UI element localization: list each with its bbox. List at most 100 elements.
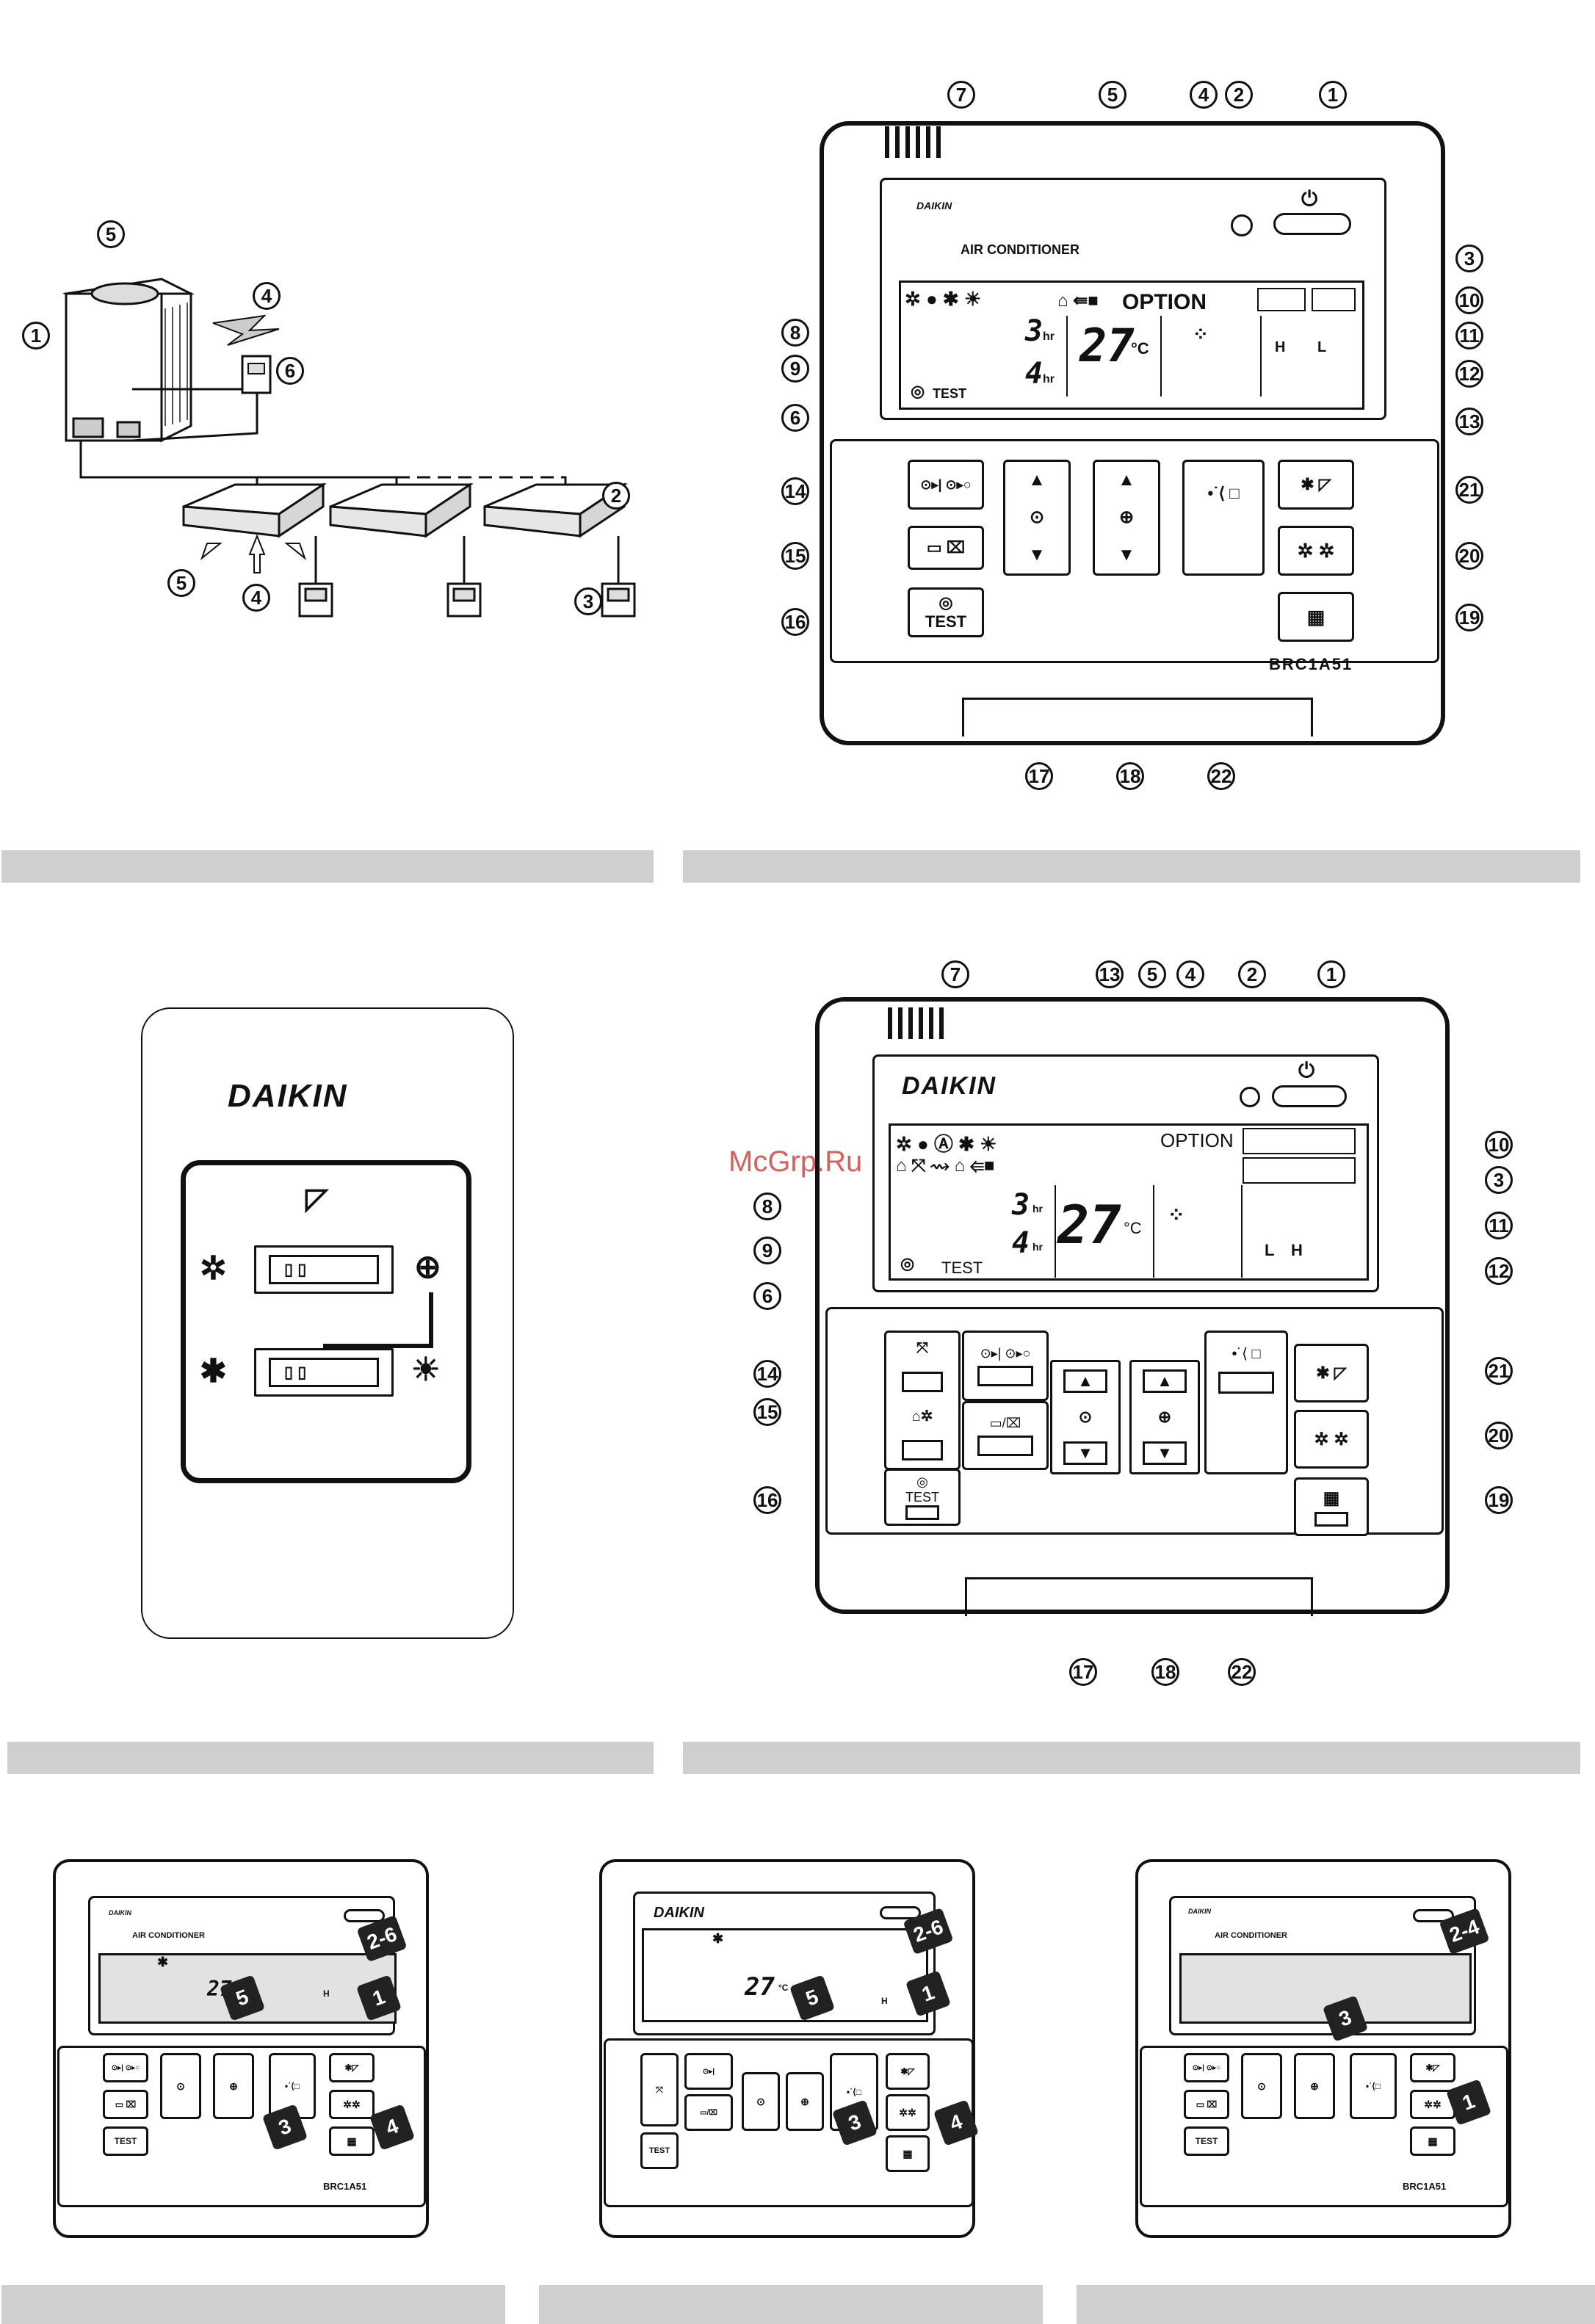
remote-top-bottom-latch [962,698,1313,736]
remote-top-temp-adjust-button[interactable]: ▲⊕▼ [1093,460,1160,576]
remote-top-model: BRC1A51 [1269,655,1353,673]
mini2-vent-button[interactable]: ⤧ [640,2053,679,2126]
section-bar-1a [1,850,654,883]
remote-mid-filter-reset-button[interactable]: ▦ [1294,1477,1369,1536]
mini1-time-button[interactable]: ⊙ [160,2053,201,2119]
mini1-timer-onoff-button[interactable]: ▭ ⌧ [103,2090,148,2119]
rt-callout-18: 18 [1116,762,1144,790]
remote-mid-time-adjust-button[interactable]: ▲ ⊙ ▼ [1050,1360,1121,1474]
rm-callout-21: 21 [1485,1357,1513,1385]
mini1-fan: H [323,1988,330,1999]
rt-callout-20: 20 [1455,542,1483,570]
remote-mid-ventilation-mode-button[interactable]: ⤧ ⌂✲ [884,1331,961,1470]
rm-callout-15: 15 [753,1398,781,1426]
sys-callout-2: 2 [602,482,630,510]
section-bar-2b [683,1742,1580,1774]
remote-mid-timer-bottom: 4 [1012,1226,1030,1260]
mini2-mode-button[interactable]: ✱◸ [886,2053,930,2090]
sun-icon: ☀ [411,1352,441,1388]
remote-top-hr-bottom: hr [1043,373,1055,385]
mini3-timer-onoff-button[interactable]: ▭ ⌧ [1184,2090,1229,2119]
sys-callout-6: 6 [276,357,304,385]
rt-callout-5: 5 [1099,81,1126,109]
remote-top-test-button[interactable]: ◎TEST [908,587,984,637]
sys-callout-5-top: 5 [97,220,125,248]
fan-switch[interactable]: ▯ ▯ [254,1245,394,1294]
remote-mid-timer-mode-button[interactable]: ⊙▸| ⊙▸○ [962,1331,1049,1401]
remote-mid-fan-speed-button[interactable]: ✲ ✲ [1294,1410,1369,1469]
mini2-test-button[interactable]: TEST [640,2132,679,2169]
mini2-time-button[interactable]: ⊙ [742,2072,780,2131]
sys-callout-1: 1 [22,322,50,350]
remote-top-timer-onoff-button[interactable]: ▭ ⌧ [908,526,984,570]
remote-mid-mode-button[interactable]: ✱ ◸ [1294,1344,1369,1402]
remote-top-airflow-icon: ⁘ [1193,323,1209,345]
rt-callout-8: 8 [781,319,809,347]
remote-top-timer-mode-button[interactable]: ⊙▸| ⊙▸○ [908,460,984,510]
mini2-fan: H [881,1996,888,2006]
remote-mid-temp-adjust-button[interactable]: ▲ ⊕ ▼ [1129,1360,1200,1474]
remote-top-test-label: TEST [925,612,967,631]
mini1-mode-button[interactable]: ✱◸ [329,2053,375,2082]
mini3-timer-button[interactable]: ⊙▸| ⊙▸○ [1184,2053,1229,2082]
rt-callout-14: 14 [781,477,809,505]
mini1-test-button[interactable]: TEST [103,2126,148,2156]
mini2-timer-onoff-button[interactable]: ▭/⌧ [684,2094,733,2131]
switch-panel-inner [181,1160,471,1483]
remote-top-time-adjust-button[interactable]: ▲⊙▼ [1003,460,1071,576]
mini3-temp-button[interactable]: ⊕ [1294,2053,1335,2119]
mode-switch-icon: ◸ [305,1183,328,1215]
remote-mid-deg-unit: °C [1124,1219,1142,1237]
mini1-power-button[interactable] [344,1909,385,1922]
system-diagram [15,213,661,639]
mini3-airflow-button[interactable]: •˙⟨□ [1350,2053,1397,2119]
remote-top-airflow-button[interactable]: •˙⟨ □ [1182,460,1265,576]
rt-callout-11: 11 [1455,322,1483,350]
sys-callout-4-bottom: 4 [242,584,270,612]
remote-top-timer-bottom: 4 [1025,357,1044,391]
rt-callout-7: 7 [947,81,975,109]
remote-mid-airflow-icon: ⁘ [1168,1203,1185,1226]
remote-mid-timer-slot [977,1365,1033,1386]
rt-callout-21: 21 [1455,476,1483,504]
remote-mid-test-button[interactable]: ◎ TEST [884,1469,961,1526]
mini2-filter-button[interactable]: ▦ [886,2135,930,2172]
rt-callout-13: 13 [1455,408,1483,435]
remote-mid-timer-onoff-button[interactable]: ▭/⌧ [962,1401,1049,1470]
mini1-fan-button[interactable]: ✲✲ [329,2090,375,2119]
mini3-test-button[interactable]: TEST [1184,2126,1229,2156]
mini2-lcd [642,1928,928,2022]
cool-heat-switch[interactable]: ▯ ▯ [254,1348,394,1397]
mini2-timer-button[interactable]: ⊙▸| [684,2053,733,2090]
mini1-timer-button[interactable]: ⊙▸| ⊙▸○ [103,2053,148,2082]
down-icon: ▼ [1118,544,1135,565]
remote-top-filter-reset-button[interactable]: ▦ [1278,592,1354,642]
remote-mid-airflow-button[interactable]: •˙⟨ □ [1204,1331,1288,1474]
remote-top-hr-top: hr [1043,330,1055,343]
mini3-filter-button[interactable]: ▦ [1410,2126,1455,2156]
remote-top-mode-button[interactable]: ✱ ◸ [1278,460,1354,510]
rt-callout-4: 4 [1190,81,1218,109]
remote-top-fan-speed-button[interactable]: ✲ ✲ [1278,526,1354,576]
fan-icon: ✲ [200,1250,227,1286]
mini3-time-button[interactable]: ⊙ [1241,2053,1282,2119]
remote-top-fan-h: H [1275,339,1286,355]
mini1-filter-button[interactable]: ▦ [329,2126,375,2156]
mini1-subtitle: AIR CONDITIONER [132,1931,205,1940]
mini1-temp-button[interactable]: ⊕ [213,2053,254,2119]
mini3-brand: DAIKIN [1188,1908,1211,1915]
mini2-fan-button[interactable]: ✲✲ [886,2094,930,2131]
mini2-temp-button[interactable]: ⊕ [786,2072,824,2131]
rm-callout-9: 9 [753,1237,781,1264]
remote-mid-brand: DAIKIN [902,1072,997,1100]
remote-top-brand: DAIKIN [916,200,952,211]
mini2-power-button[interactable] [880,1906,921,1919]
remote-mid-option: OPTION [1160,1129,1234,1151]
rt-callout-17: 17 [1025,762,1053,790]
mini3-mode-button[interactable]: ✱◸ [1410,2053,1455,2082]
rt-callout-1: 1 [1319,81,1347,109]
rm-callout-2: 2 [1238,960,1266,988]
remote-mid-power-button[interactable] [1272,1085,1347,1107]
remote-top-power-button[interactable] [1273,213,1351,235]
mini1-brand: DAIKIN [109,1909,131,1916]
